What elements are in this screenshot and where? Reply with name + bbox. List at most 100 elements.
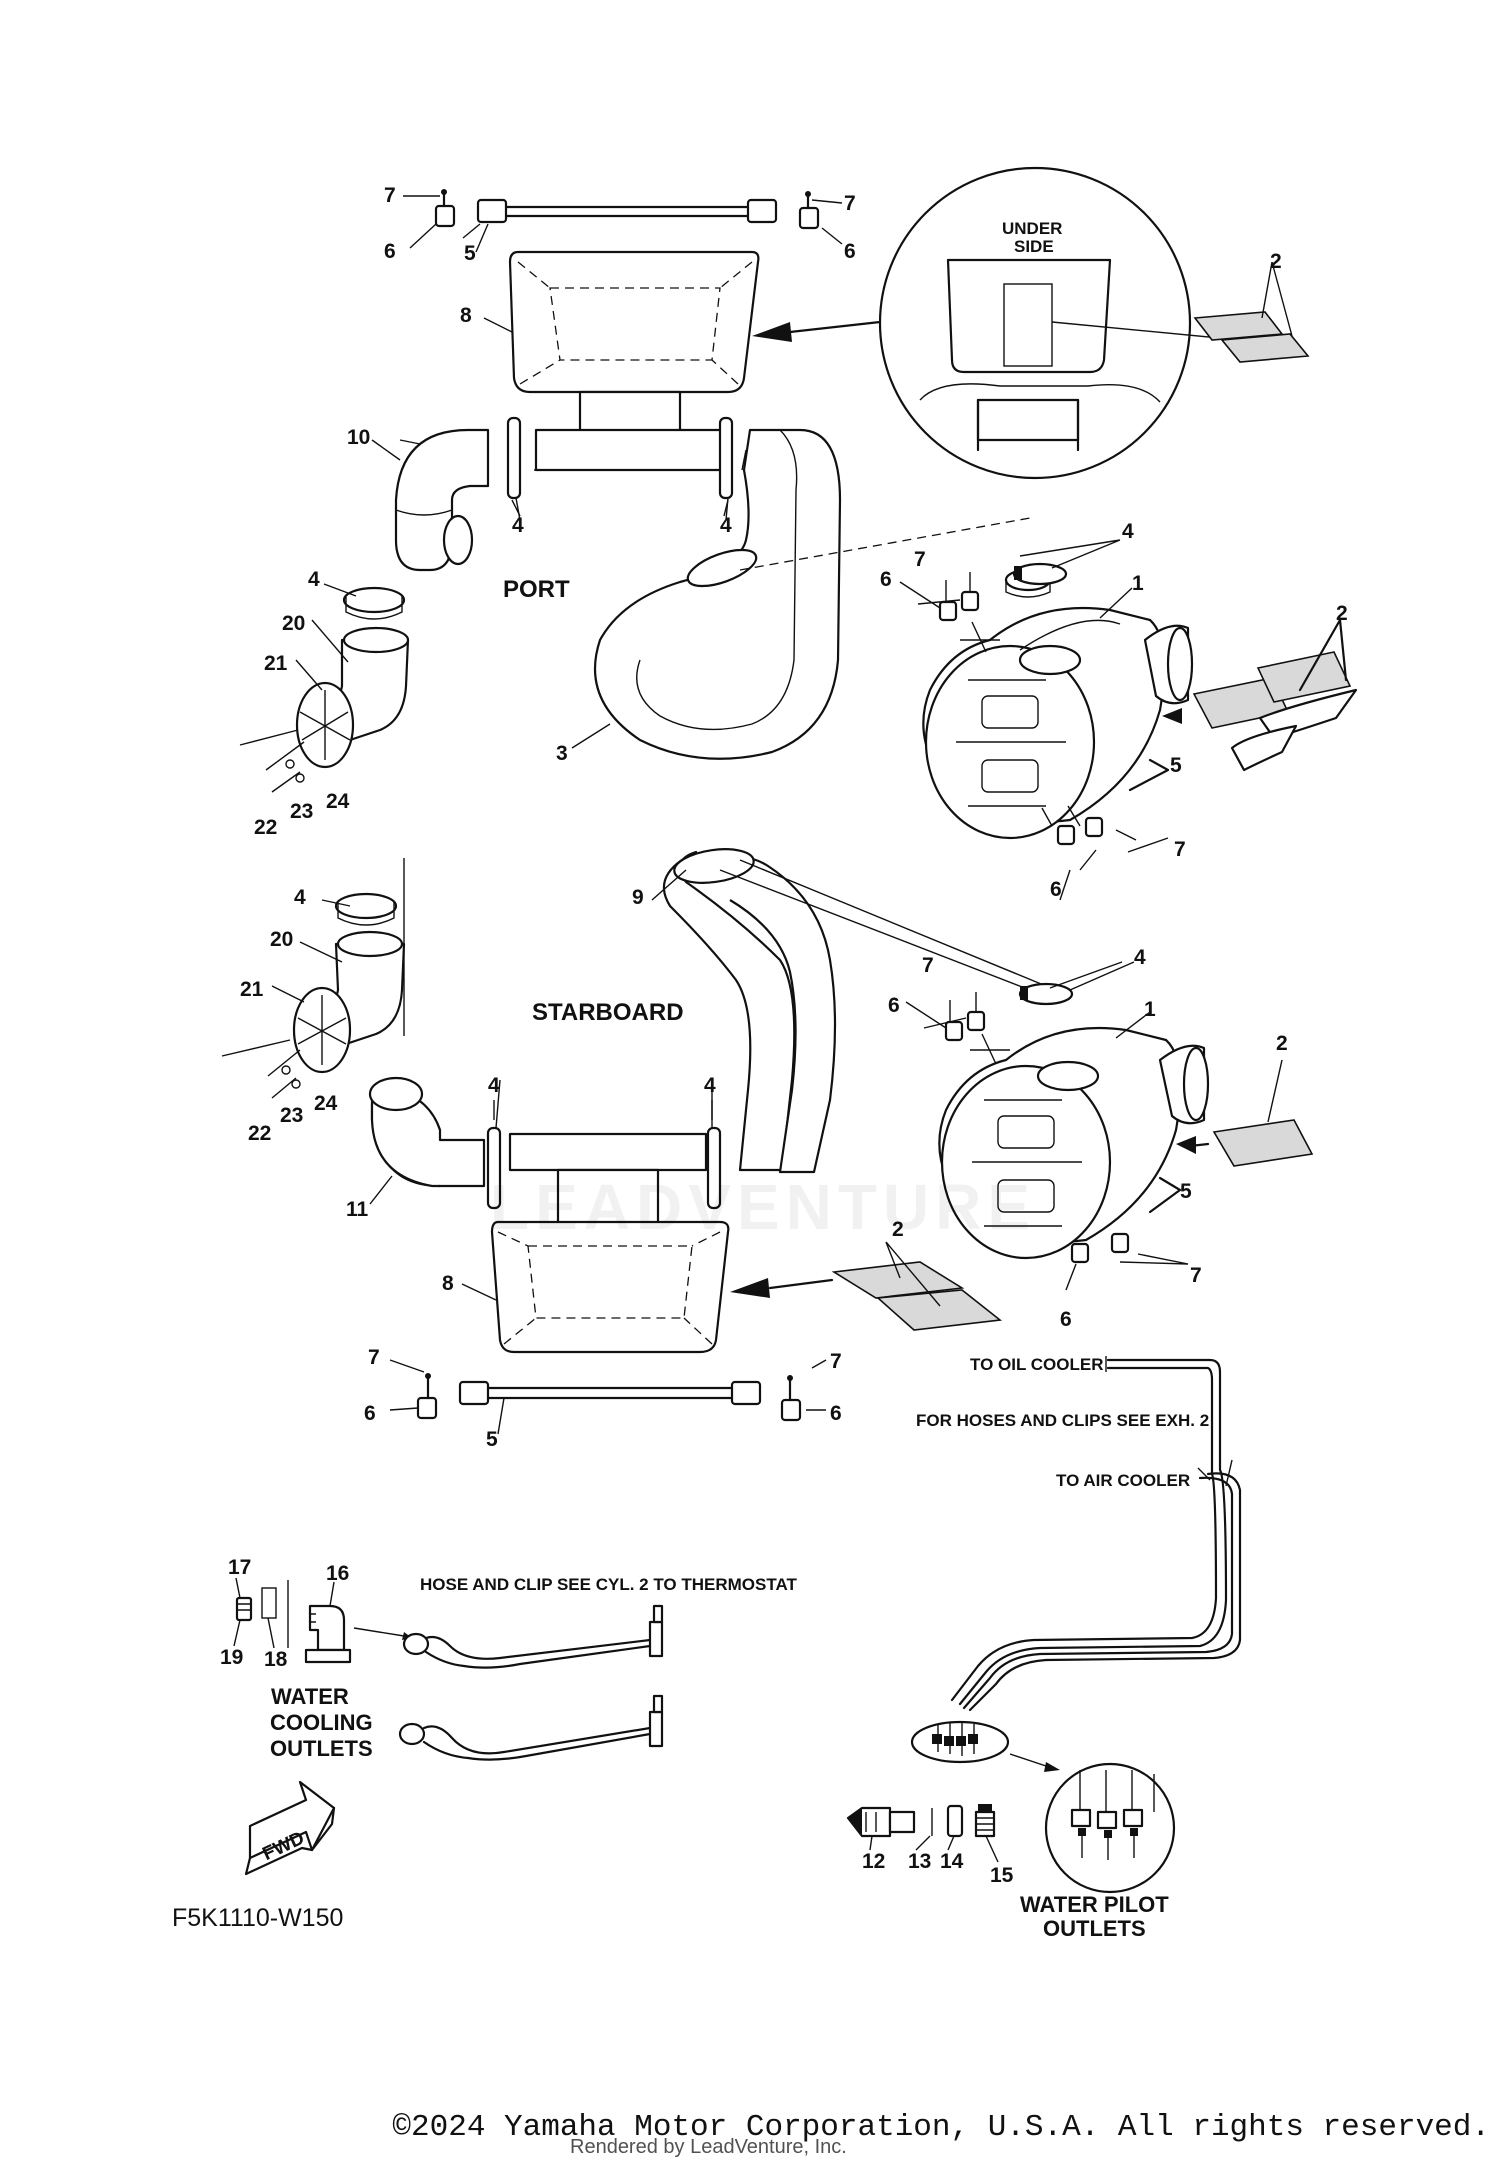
callout-21: 21 xyxy=(240,978,264,1001)
callout-21: 21 xyxy=(264,652,288,675)
callout-20: 20 xyxy=(270,928,293,951)
rendered-by-text: Rendered by LeadVenture, Inc. xyxy=(570,2136,847,2158)
callout-4: 4 xyxy=(308,568,320,591)
starboard-label: STARBOARD xyxy=(532,999,684,1026)
callout-6: 6 xyxy=(364,1402,376,1425)
water-cooling-parts xyxy=(235,1580,412,1664)
callout-2: 2 xyxy=(892,1218,904,1241)
callout-6: 6 xyxy=(830,1402,842,1425)
callout-8: 8 xyxy=(460,304,472,327)
callout-4: 4 xyxy=(720,514,732,537)
leader-lines xyxy=(233,223,1151,1863)
port-filter-21 xyxy=(239,681,355,793)
strap-top xyxy=(476,198,778,224)
callout-2: 2 xyxy=(1336,602,1348,625)
water-pilot-label-2: OUTLETS xyxy=(1043,1916,1146,1941)
hose-9 xyxy=(662,848,1047,1174)
hose-and-clip-label: HOSE AND CLIP SEE CYL. 2 TO THERMOSTAT xyxy=(420,1575,797,1594)
pad-under xyxy=(1193,261,1310,363)
callout-5: 5 xyxy=(1170,754,1182,777)
water-cooling-label-3: OUTLETS xyxy=(270,1736,373,1761)
callout-4: 4 xyxy=(1122,520,1134,543)
clips-bottom-unit xyxy=(905,992,1189,1291)
callout-19: 19 xyxy=(220,1646,243,1669)
callout-18: 18 xyxy=(264,1648,288,1671)
watermark: LEADVENTURE xyxy=(490,1171,1037,1243)
callout-7: 7 xyxy=(1174,838,1186,861)
callout-20: 20 xyxy=(282,612,305,635)
callout-4: 4 xyxy=(1134,946,1146,969)
cooling-pipe-lower xyxy=(398,1694,664,1761)
clip-screw-top-right xyxy=(798,191,843,245)
airbox-bottom xyxy=(490,1132,730,1354)
callout-23: 23 xyxy=(290,800,313,823)
pad-right-bottom xyxy=(1176,1059,1314,1167)
callout-1: 1 xyxy=(1132,572,1144,595)
cooling-pipe-upper xyxy=(402,1604,664,1669)
underside-detail xyxy=(878,166,1241,480)
for-hoses-label: FOR HOSES AND CLIPS SEE EXH. 2 xyxy=(916,1411,1209,1430)
water-pilot-label-1: WATER PILOT xyxy=(1020,1892,1169,1917)
hose-3 xyxy=(593,428,1031,760)
callout-4: 4 xyxy=(294,886,306,909)
callout-6: 6 xyxy=(888,994,900,1017)
callout-7: 7 xyxy=(830,1350,842,1373)
clip-screw-top-left xyxy=(403,189,481,249)
hose-10 xyxy=(394,428,490,572)
callout-24: 24 xyxy=(326,790,350,813)
callout-5: 5 xyxy=(486,1428,498,1451)
hose-11 xyxy=(368,1076,486,1188)
callout-7: 7 xyxy=(368,1346,380,1369)
callout-6: 6 xyxy=(384,240,396,263)
stb-filter-21 xyxy=(221,986,352,1099)
callout-22: 22 xyxy=(248,1122,271,1145)
callout-7: 7 xyxy=(922,954,934,977)
water-cooling-label-1: WATER xyxy=(271,1684,349,1709)
clips-top-right-unit xyxy=(899,572,1170,871)
text-labels: UNDER SIDE PORT STARBOARD TO OIL COOLER … xyxy=(172,219,1209,1941)
callout-7: 7 xyxy=(914,548,926,571)
water-pipes xyxy=(910,1356,1242,1772)
callout-23: 23 xyxy=(280,1104,303,1127)
callout-5: 5 xyxy=(1180,1180,1192,1203)
water-cooling-label-2: COOLING xyxy=(270,1710,373,1735)
callout-2: 2 xyxy=(1270,250,1282,273)
callout-7: 7 xyxy=(844,192,856,215)
callout-6: 6 xyxy=(1060,1308,1072,1331)
callout-10: 10 xyxy=(347,426,370,449)
callout-13: 13 xyxy=(908,1850,931,1873)
callout-2: 2 xyxy=(1276,1032,1288,1055)
callout-7: 7 xyxy=(384,184,396,207)
strap-bottom xyxy=(389,1359,827,1422)
pads-top-right xyxy=(1162,618,1358,772)
copyright-text: ©2024 Yamaha Motor Corporation, U.S.A. A… xyxy=(392,2110,1490,2145)
callout-16: 16 xyxy=(326,1562,349,1585)
callout-7: 7 xyxy=(1190,1264,1202,1287)
pilot-fittings xyxy=(846,1804,996,1838)
port-label: PORT xyxy=(503,576,570,603)
callout-9: 9 xyxy=(632,886,644,909)
callout-6: 6 xyxy=(880,568,892,591)
callout-1: 1 xyxy=(1144,998,1156,1021)
under-side-label-1: UNDER xyxy=(1002,219,1062,238)
leader-arrow-underside xyxy=(788,320,882,334)
callout-8: 8 xyxy=(442,1272,454,1295)
callout-3: 3 xyxy=(556,742,568,765)
callout-6: 6 xyxy=(1050,878,1062,901)
callout-4: 4 xyxy=(488,1074,500,1097)
air-filter-top xyxy=(922,568,1194,840)
callout-15: 15 xyxy=(990,1864,1014,1887)
callout-22: 22 xyxy=(254,816,277,839)
figure-code: F5K1110-W150 xyxy=(172,1904,343,1932)
callout-4: 4 xyxy=(512,514,524,537)
callout-numbers: 7 6 5 7 6 8 2 10 4 4 4 20 21 22 23 24 3 … xyxy=(220,184,1348,1887)
clamp-top-right xyxy=(1012,539,1121,586)
air-filter-bottom xyxy=(938,961,1210,1260)
callout-5: 5 xyxy=(464,242,476,265)
fwd-arrow xyxy=(244,1780,336,1876)
callout-24: 24 xyxy=(314,1092,338,1115)
callout-14: 14 xyxy=(940,1850,964,1873)
callout-4: 4 xyxy=(704,1074,716,1097)
